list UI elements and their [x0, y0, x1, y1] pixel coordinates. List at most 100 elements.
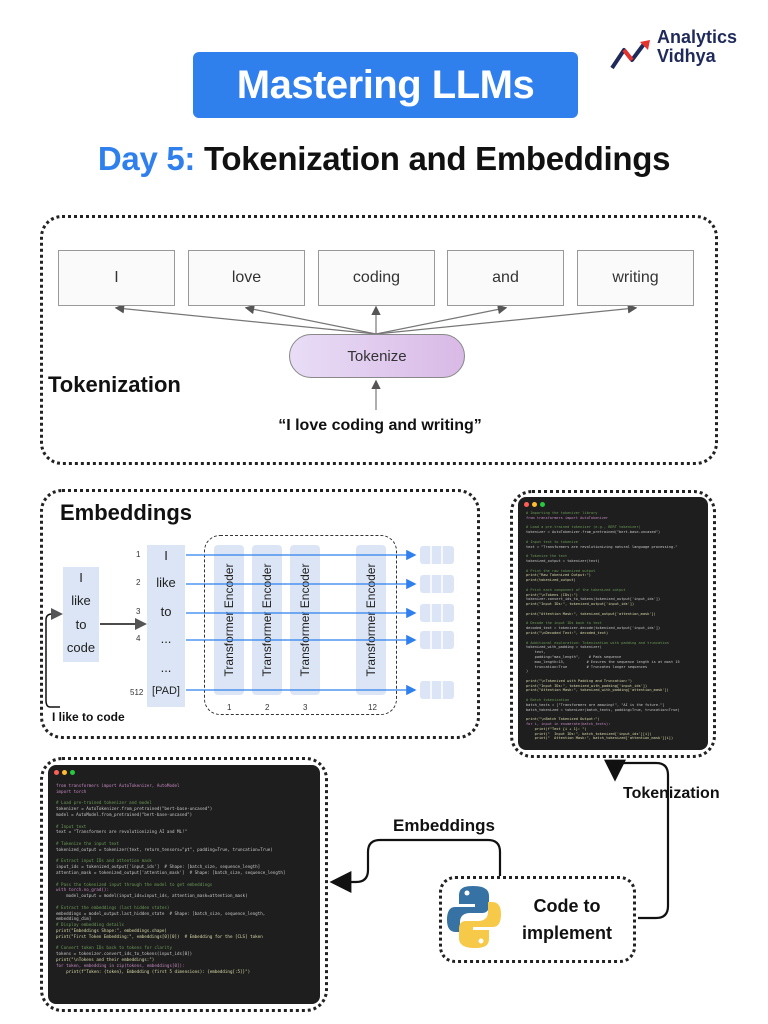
- code-line: batch_texts = ["Transformers are amazing…: [526, 702, 665, 707]
- code-line: print("\nTokens and their embeddings:"): [56, 956, 155, 962]
- embeddings-heading: Embeddings: [60, 500, 193, 525]
- code-line: # Tokenize the text: [526, 554, 568, 559]
- close-dot-icon: [524, 502, 529, 507]
- code-line: tokenized_output = tokenizer(text, retur…: [56, 846, 273, 852]
- token-box: writing: [577, 250, 694, 306]
- logo-line1: Analytics: [657, 27, 738, 47]
- code-line: print(f"Token: {token}, Embedding (first…: [56, 968, 251, 974]
- topic-label: Tokenization and Embeddings: [203, 140, 671, 177]
- code-line: tokenizer = AutoTokenizer.from_pretraine…: [56, 806, 213, 812]
- embeddings-panel: [40, 489, 480, 739]
- sequence-token: ...: [160, 660, 172, 675]
- code-line: print("First Token Embedding:", embeddin…: [56, 933, 263, 939]
- flow-label-tokenization: Tokenization: [623, 785, 720, 802]
- day-label: Day 5:: [97, 140, 196, 177]
- code-line: # Pass the tokenized input through the m…: [56, 881, 213, 887]
- code-line: print("\nTokenized with Padding and Trun…: [526, 678, 633, 683]
- code-line: with torch.no_grad():: [56, 887, 109, 893]
- embedding-code-window: from transformers import AutoTokenizer, …: [48, 765, 320, 1004]
- token-box: and: [447, 250, 564, 306]
- code-line: import torch: [56, 788, 87, 794]
- code-line: # Extract input IDs and attention mask: [56, 858, 152, 864]
- code-line: tokenizer.convert_ids_to_tokens(tokenize…: [526, 597, 661, 602]
- page-title: Mastering LLMs: [193, 52, 578, 118]
- code-to-implement-node: [439, 876, 636, 963]
- maximize-dot-icon: [540, 502, 545, 507]
- encoder-number: 12: [368, 703, 377, 712]
- tokenization-code-panel: [510, 490, 716, 758]
- sequence-token: ...: [160, 631, 172, 646]
- minimize-dot-icon: [532, 502, 537, 507]
- token-box: coding: [318, 250, 435, 306]
- transformer-encoder-3: Transformer Encoder: [290, 545, 320, 695]
- input-word: to: [75, 617, 87, 632]
- code-line: print("Input IDs:", tokenized_output['in…: [526, 602, 635, 607]
- embedding-code-text: from transformers import AutoTokenizer, …: [56, 783, 316, 974]
- code-line: # Print the raw tokenized output: [526, 568, 596, 573]
- sequence-token: to: [160, 604, 172, 619]
- position-index: 512: [130, 688, 144, 697]
- embedding-code-panel: [40, 757, 328, 1012]
- code-line: # Load a pre-trained tokenizer (e.g., BE…: [526, 525, 641, 530]
- input-word: I: [79, 570, 83, 585]
- logo-mark-icon: [610, 40, 650, 70]
- code-line: input_ids = tokenized_output['input_ids'…: [56, 864, 261, 870]
- code-line: ): [526, 669, 529, 674]
- page-subtitle: Day 5: Tokenization and Embeddings: [0, 140, 768, 178]
- minimize-dot-icon: [62, 770, 67, 775]
- position-index: 4: [136, 634, 141, 643]
- code-line: print(" Attention Mask:", batch_tokenize…: [526, 736, 674, 741]
- code-line: print("Attention Mask:", tokenized_outpu…: [526, 611, 656, 616]
- token-sequence-column: I like to ... ... [PAD]: [147, 545, 185, 707]
- position-index: 1: [136, 550, 141, 559]
- code-line: print("\nTokens (IDs):"): [526, 592, 578, 597]
- tokenization-input-sentence: “I love coding and writing”: [278, 417, 482, 434]
- code-line: print("Attention Mask:", tokenized_with_…: [526, 688, 669, 693]
- code-line: print("\nBatch Tokenized Output:"): [526, 717, 600, 722]
- position-index: 3: [136, 607, 141, 616]
- encoder-stack-outline: [204, 535, 397, 715]
- code-line: from transformers import AutoTokenizer: [526, 515, 609, 520]
- code-line: model = AutoModel.from_pretrained("bert-…: [56, 811, 193, 817]
- transformer-encoder-12: Transformer Encoder: [356, 545, 386, 695]
- input-word: like: [71, 593, 91, 608]
- sequence-token: like: [156, 575, 176, 590]
- code-line: # Extract the embeddings (last hidden st…: [56, 904, 170, 910]
- code-line: # Importing the tokenizer library: [526, 511, 598, 515]
- flow-label-embeddings: Embeddings: [393, 816, 496, 835]
- code-to-implement-label: Code to implement: [521, 896, 613, 943]
- code-line: max_length=15, # Ensures the sequence le…: [526, 659, 680, 664]
- code-line: # Batch tokenization: [526, 698, 570, 703]
- transformer-encoder-1: Transformer Encoder: [214, 545, 244, 695]
- code-line: tokenized_output = tokenizer(text): [526, 558, 600, 563]
- window-controls: [524, 502, 545, 507]
- tokenization-heading: Tokenization: [48, 372, 181, 397]
- tokenizer-node: Tokenize: [289, 334, 465, 378]
- analytics-vidhya-logo: Analytics Vidhya: [610, 28, 760, 76]
- code-line: print(" Input IDs:", batch_tokenized['in…: [526, 731, 652, 736]
- code-line: print(f"Text {i + 1}: "): [526, 726, 587, 731]
- code-line: # Display embedding details: [56, 922, 125, 928]
- code-line: # Print each component of the tokenized …: [526, 587, 626, 592]
- code-line: padding="max_length", # Pads sequence: [526, 654, 622, 659]
- code-line: batch_tokenized = tokenizer(batch_texts,…: [526, 707, 680, 712]
- code-line: print("Raw Tokenized Output:"): [526, 573, 591, 578]
- code-line: text,: [526, 650, 546, 655]
- maximize-dot-icon: [70, 770, 75, 775]
- transformer-encoder-2: Transformer Encoder: [252, 545, 282, 695]
- code-line: decoded_text = tokenizer.decode(tokenize…: [526, 626, 661, 631]
- code-line: text = "Transformers are revolutionizing…: [56, 829, 188, 835]
- code-line: print(tokenized_output): [526, 578, 576, 583]
- code-line: # Input text: [56, 823, 87, 829]
- code-line: print("Input IDs:", tokenized_with_paddi…: [526, 683, 648, 688]
- embeddings-input-sentence: I like to code: [52, 710, 125, 724]
- code-line: embeddings = model_output.last_hidden_st…: [56, 910, 266, 916]
- code-line: for i, input in enumerate(batch_texts):: [526, 722, 611, 727]
- code-line: # Tokenize the input text: [56, 840, 120, 846]
- code-line: tokenized_with_padding = tokenizer(: [526, 645, 602, 650]
